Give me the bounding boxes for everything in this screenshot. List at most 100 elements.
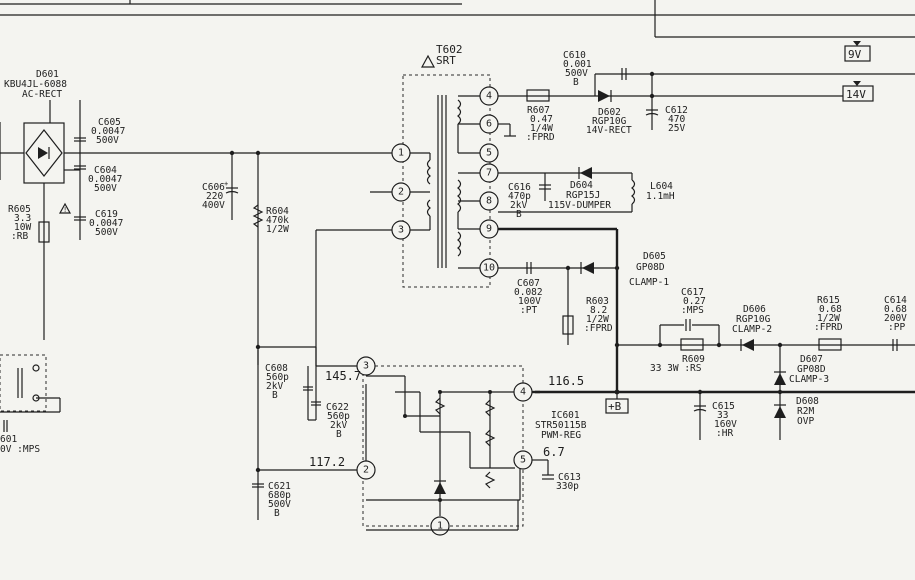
d606: D606 RGP10G CLAMP-2: [732, 304, 772, 351]
d602: D602 RGP10G 14V-RECT: [586, 90, 632, 136]
svg-text:B: B: [336, 429, 342, 440]
svg-text:RGP10G: RGP10G: [736, 314, 771, 325]
svg-text:33 3W :RS: 33 3W :RS: [650, 363, 702, 374]
svg-text:C619: C619: [95, 209, 118, 220]
svg-text:OVP: OVP: [797, 416, 814, 427]
svg-text:C615: C615: [712, 401, 735, 412]
svg-text:601: 601: [0, 434, 17, 445]
svg-text:GP08D: GP08D: [797, 364, 826, 375]
svg-text:5: 5: [520, 455, 526, 466]
svg-text::MPS: :MPS: [681, 305, 704, 316]
c606: C606 220 400V +: [202, 153, 239, 220]
svg-text:B: B: [573, 77, 579, 88]
svg-text:8.2: 8.2: [590, 305, 607, 316]
svg-text:B: B: [272, 390, 278, 401]
svg-text:470: 470: [668, 114, 685, 125]
svg-text:L604: L604: [650, 181, 673, 192]
svg-text:1/2W: 1/2W: [817, 313, 840, 324]
svg-text:D602: D602: [598, 107, 621, 118]
svg-text:0.0047: 0.0047: [89, 218, 123, 229]
c612: C612 470 25V: [645, 71, 688, 134]
transformer-pin-2: 2: [391, 182, 411, 202]
c614: C614 0.68 200V :PP: [884, 295, 907, 351]
svg-text:B: B: [274, 508, 280, 519]
svg-text:C613: C613: [558, 472, 581, 483]
svg-text:500V: 500V: [565, 68, 588, 79]
svg-text:RGP15J: RGP15J: [566, 190, 600, 201]
svg-text:2: 2: [398, 187, 404, 198]
svg-text:C614: C614: [884, 295, 907, 306]
svg-text:560p: 560p: [266, 372, 289, 383]
svg-text:680p: 680p: [268, 490, 291, 501]
svg-text:CLAMP-3: CLAMP-3: [789, 374, 829, 385]
svg-text:C606: C606: [202, 182, 225, 193]
svg-text:+: +: [224, 180, 228, 188]
svg-text:0.0047: 0.0047: [88, 174, 122, 185]
c622: C622 560p 2kV B: [311, 366, 350, 440]
voltage-box-14v: 14V: [842, 81, 874, 102]
warning-icon: [58, 202, 72, 214]
c615: C615 33 160V :HR: [693, 389, 737, 440]
svg-text:220: 220: [206, 191, 223, 202]
svg-text:25V: 25V: [668, 123, 685, 134]
transformer-pin-5: 5: [479, 143, 499, 163]
svg-text:3: 3: [363, 361, 369, 372]
svg-text:!: !: [63, 206, 67, 214]
c621: C621 680p 500V B: [252, 467, 291, 520]
svg-text:C610: C610: [563, 50, 586, 61]
r604: R604 470k 1/2W: [229, 150, 289, 470]
svg-text:0.27: 0.27: [683, 296, 706, 307]
c607: C607 0.082 100V :PT: [498, 262, 617, 316]
svg-text:C605: C605: [98, 117, 121, 128]
voltage-box-9v: 9V: [844, 41, 871, 62]
ic-pin-1: 1: [430, 516, 450, 536]
svg-text:0.47: 0.47: [530, 114, 553, 125]
svg-text:33: 33: [717, 410, 728, 421]
voltage-117: 117.2: [309, 455, 345, 469]
svg-text:1/2W: 1/2W: [266, 224, 289, 235]
svg-text:KBU4JL-6088: KBU4JL-6088: [4, 79, 67, 90]
plus-b-box: +B: [605, 389, 629, 414]
svg-text:115V-DUMPER: 115V-DUMPER: [548, 200, 611, 211]
d605: D605 GP08D CLAMP-1: [565, 251, 669, 288]
svg-text:R605: R605: [8, 204, 31, 215]
svg-text:AC-RECT: AC-RECT: [22, 89, 62, 100]
svg-text:B: B: [516, 209, 522, 220]
svg-text:500V: 500V: [95, 227, 118, 238]
l604: L604 1.1mH: [498, 173, 675, 213]
svg-text:330p: 330p: [556, 481, 579, 492]
voltage-box-14v-label: 14V: [846, 88, 866, 101]
svg-text:0.68: 0.68: [884, 304, 907, 315]
pin6-ground: [498, 123, 516, 137]
left-partial-component: 601 0V :MPS: [0, 354, 61, 455]
svg-text:3.3: 3.3: [14, 213, 31, 224]
c617-r609: C617 0.27 :MPS R609 33 3W :RS: [650, 287, 722, 374]
svg-text:6: 6: [486, 119, 492, 130]
svg-text:D607: D607: [800, 354, 823, 365]
svg-text:470k: 470k: [266, 215, 289, 226]
svg-text:C621: C621: [268, 481, 291, 492]
svg-text:C604: C604: [94, 165, 117, 176]
r605: R605 3.3 10W :RB: [8, 183, 50, 340]
svg-text:D604: D604: [570, 180, 593, 191]
d604: D604 RGP15J 115V-DUMPER: [545, 167, 632, 211]
ic-pin-4: 4: [513, 382, 533, 402]
svg-text:C608: C608: [265, 363, 288, 374]
svg-text:14V-RECT: 14V-RECT: [586, 125, 632, 136]
svg-text:10W: 10W: [14, 222, 31, 233]
warning-icon: [420, 54, 436, 68]
transformer-pin-1: 1: [391, 143, 411, 163]
c608: C608 560p 2kV B: [257, 350, 316, 421]
svg-text:R607: R607: [527, 105, 550, 116]
voltage-box-9v-label: 9V: [848, 48, 862, 61]
c605-c604-c619: C605 0.0047 500V C604 0.0047 500V C619 0…: [58, 100, 125, 240]
svg-text:2kV: 2kV: [510, 200, 527, 211]
svg-text::PT: :PT: [520, 305, 537, 316]
transformer-pin-8: 8: [479, 191, 499, 211]
svg-text:1: 1: [398, 148, 404, 159]
svg-text:D608: D608: [796, 396, 819, 407]
svg-text:R604: R604: [266, 206, 289, 217]
ic601: 3 4 2 5 1 IC601 STR50115B PWM-REG: [356, 356, 587, 536]
svg-text:2kV: 2kV: [330, 420, 347, 431]
